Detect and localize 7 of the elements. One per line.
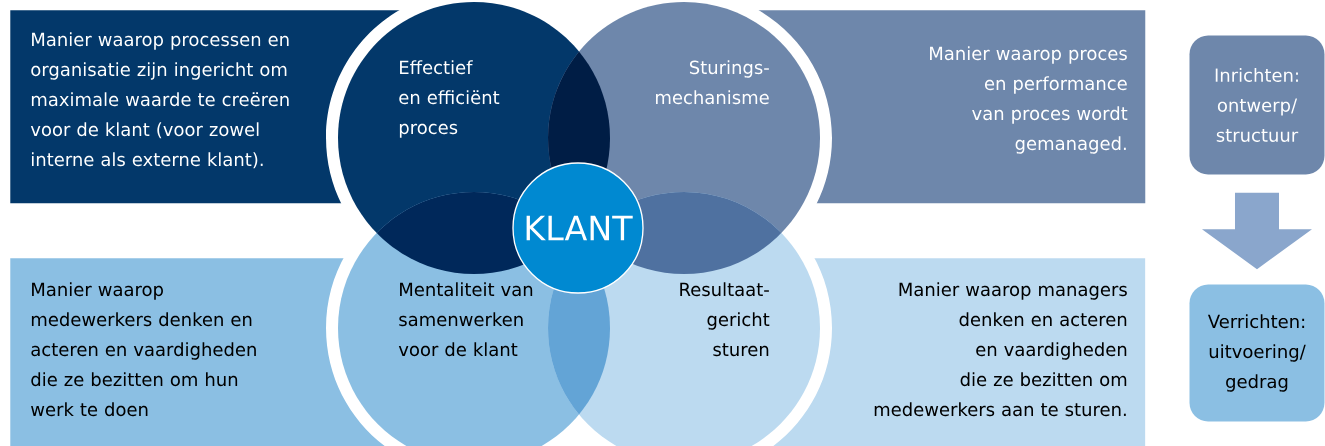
node-label: Manier waarop processen en organisatie zijn ingericht om maximale waarde te creëren voor de klant (voor zowel interne als externe klant). bbox=[30, 32, 289, 169]
rounded-box: Inrichten: ontwerp/ structuur bbox=[1189, 35, 1325, 175]
block-arrow bbox=[1202, 192, 1312, 270]
node-label: Manier waarop medewerkers denken en acteren en vaardigheden die ze bezitten om hun werk te doen bbox=[31, 282, 256, 417]
node-label: Manier waarop proces en performance van proces wordt gemanaged. bbox=[930, 46, 1128, 154]
rounded-box: Verrichten: uitvoering/ gedrag bbox=[1189, 284, 1325, 422]
node-label: Manier waarop managers denken en acteren en vaardigheden die ze bezitten om medewerkers aan te sturen. bbox=[874, 282, 1127, 417]
